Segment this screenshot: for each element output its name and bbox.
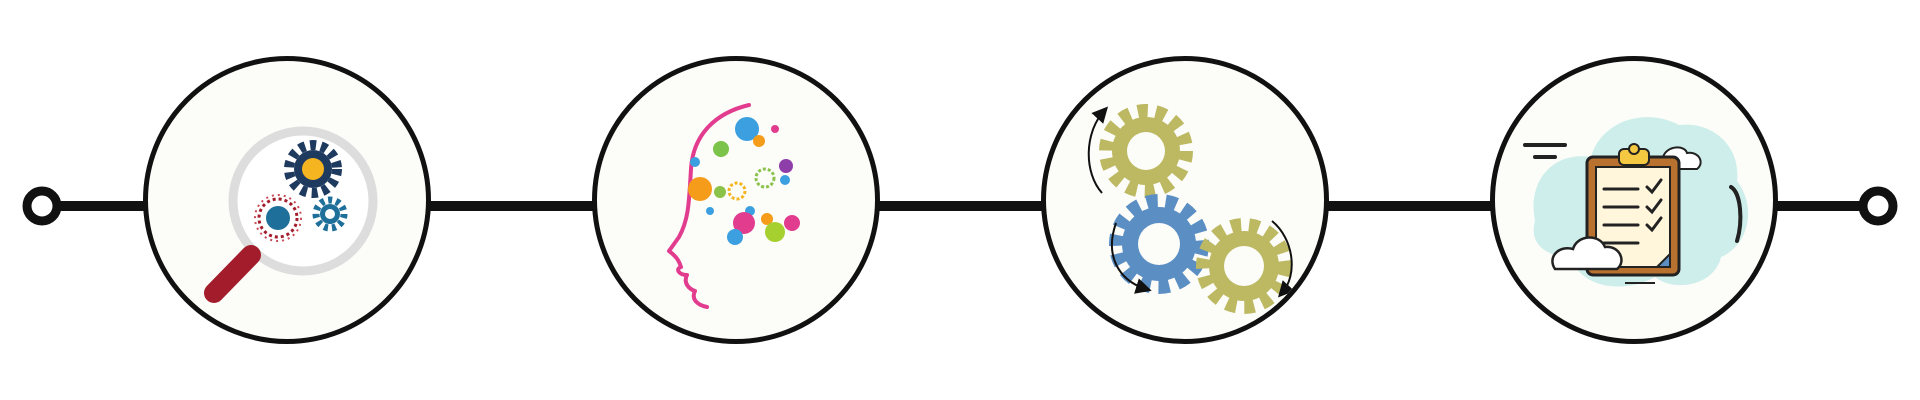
step-circle-4 bbox=[1490, 56, 1778, 344]
head-ideas-icon bbox=[667, 103, 800, 309]
step-circle-2 bbox=[592, 56, 880, 344]
magnifier-gears-icon bbox=[204, 126, 378, 303]
rotating-gears-icon bbox=[1087, 104, 1295, 314]
timeline-end-node bbox=[1858, 186, 1898, 226]
timeline-start-node bbox=[22, 186, 62, 226]
step-circle-1 bbox=[143, 56, 431, 344]
clipboard-checklist-icon bbox=[1523, 117, 1749, 287]
step-circle-3 bbox=[1041, 56, 1329, 344]
